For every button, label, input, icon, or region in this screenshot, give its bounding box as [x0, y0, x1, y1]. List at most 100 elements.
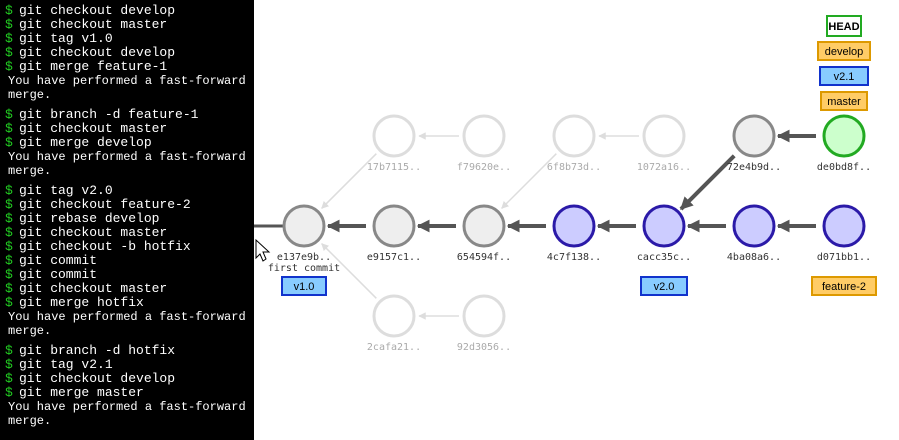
commit-circle: [552, 204, 596, 248]
branch-label: develop: [817, 41, 871, 61]
commit-graph-canvas: e137e9b..first commit e9157c1.. 654594f.. 4…: [254, 15, 877, 353]
svg-text:v2.0: v2.0: [654, 281, 675, 293]
head-label: HEAD: [826, 15, 862, 37]
terminal-command: $git checkout feature-2: [5, 197, 191, 212]
commit-circle: [732, 204, 776, 248]
terminal-command: $git checkout master: [5, 121, 168, 136]
commit-id: 72e4b9d..: [727, 162, 781, 173]
svg-text:develop: develop: [825, 46, 864, 58]
terminal-output: You have performed a fast-forward: [8, 150, 246, 164]
commit-node: 17b7115..: [367, 114, 421, 173]
terminal-command: $git commit: [5, 253, 98, 268]
prompt-dollar-icon: $: [5, 343, 13, 358]
terminal-command: $git tag v2.0: [5, 183, 113, 198]
prompt-dollar-icon: $: [5, 135, 13, 150]
branch-label: master: [820, 91, 868, 111]
commit-node: cacc35c..: [637, 204, 691, 263]
terminal-block: $git checkout develop$git checkout maste…: [0, 3, 254, 103]
terminal-command: $git checkout master: [5, 225, 168, 240]
commit-edge: [321, 243, 377, 299]
commit-circle: [732, 114, 776, 158]
commit-circle: [822, 114, 866, 158]
svg-text:v2.1: v2.1: [834, 71, 855, 83]
terminal-command: $git checkout master: [5, 281, 168, 296]
terminal-output: merge.: [8, 164, 52, 178]
commit-node: de0bd8f..: [817, 114, 871, 173]
terminal-command: $git checkout -b hotfix: [5, 239, 191, 254]
terminal-command: $git merge hotfix: [5, 295, 144, 310]
prompt-dollar-icon: $: [5, 59, 13, 74]
commit-graph: e137e9b..first commit e9157c1.. 654594f.. 4…: [254, 0, 899, 440]
prompt-dollar-icon: $: [5, 211, 13, 226]
commit-node: 2cafa21..: [367, 294, 421, 353]
prompt-dollar-icon: $: [5, 107, 13, 122]
terminal-output: merge.: [8, 324, 52, 338]
prompt-dollar-icon: $: [5, 3, 13, 18]
commit-circle: [462, 294, 506, 338]
commit-id: 654594f..: [457, 252, 511, 263]
commit-id: 4c7f138..: [547, 252, 601, 263]
commit-edge: [321, 153, 377, 209]
tag-label: v1.0: [281, 276, 327, 296]
commit-id: 2cafa21..: [367, 342, 421, 353]
terminal-command: $git branch -d hotfix: [5, 343, 176, 358]
refs-layer: HEAD develop v2.1 master v1.0 v2.0 feature-2: [281, 15, 877, 296]
prompt-dollar-icon: $: [5, 267, 13, 282]
commit-node: 654594f..: [457, 204, 511, 263]
mouse-cursor-icon: [255, 238, 271, 262]
terminal-command: $git merge develop: [5, 135, 152, 150]
prompt-dollar-icon: $: [5, 371, 13, 386]
commit-id: f79620e..: [457, 162, 511, 173]
prompt-dollar-icon: $: [5, 239, 13, 254]
commit-edge: [501, 153, 557, 209]
prompt-dollar-icon: $: [5, 197, 13, 212]
prompt-dollar-icon: $: [5, 183, 13, 198]
svg-text:v1.0: v1.0: [294, 281, 315, 293]
terminal-command: $git checkout master: [5, 17, 168, 32]
commit-node: 4ba08a6..: [727, 204, 781, 263]
terminal-command: $git commit: [5, 267, 98, 282]
commit-node: 1072a16..: [637, 114, 691, 173]
terminal-command: $git merge feature-1: [5, 59, 168, 74]
commit-id: e137e9b..: [277, 252, 331, 263]
prompt-dollar-icon: $: [5, 281, 13, 296]
terminal-block: $git branch -d hotfix$git tag v2.1$git c…: [0, 343, 254, 429]
terminal-command: $git checkout develop: [5, 45, 176, 60]
terminal-output: You have performed a fast-forward: [8, 74, 246, 88]
tag-label: v2.0: [640, 276, 688, 296]
commit-id: 4ba08a6..: [727, 252, 781, 263]
commit-circle: [822, 204, 866, 248]
commit-circle: [282, 204, 326, 248]
commit-circle: [552, 114, 596, 158]
commit-node: e9157c1..: [367, 204, 421, 263]
commit-id: cacc35c..: [637, 252, 691, 263]
terminal-panel[interactable]: $git checkout develop$git checkout maste…: [0, 0, 254, 440]
terminal-command: $git checkout develop: [5, 3, 176, 18]
terminal-output: You have performed a fast-forward: [8, 400, 246, 414]
commit-circle: [462, 114, 506, 158]
nodes-layer: e137e9b..first commit e9157c1.. 654594f.. 4…: [268, 114, 871, 353]
commit-id: 6f8b73d..: [547, 162, 601, 173]
commit-circle: [642, 204, 686, 248]
commit-node: e137e9b..first commit: [268, 204, 340, 274]
svg-text:feature-2: feature-2: [822, 281, 866, 293]
commit-id: 17b7115..: [367, 162, 421, 173]
terminal-output: merge.: [8, 414, 52, 428]
terminal-command: $git merge master: [5, 385, 144, 400]
terminal-command: $git checkout develop: [5, 371, 176, 386]
commit-circle: [372, 114, 416, 158]
edges-layer: [254, 129, 816, 320]
commit-id: 1072a16..: [637, 162, 691, 173]
prompt-dollar-icon: $: [5, 45, 13, 60]
prompt-dollar-icon: $: [5, 31, 13, 46]
terminal-command: $git tag v2.1: [5, 357, 113, 372]
commit-node: 72e4b9d..: [727, 114, 781, 173]
prompt-dollar-icon: $: [5, 357, 13, 372]
prompt-dollar-icon: $: [5, 253, 13, 268]
svg-text:master: master: [827, 96, 861, 108]
terminal-block: $git branch -d feature-1$git checkout ma…: [0, 107, 254, 179]
terminal-block: $git tag v2.0$git checkout feature-2 $git…: [0, 183, 254, 339]
svg-text:HEAD: HEAD: [828, 21, 859, 33]
commit-node: d071bb1..: [817, 204, 871, 263]
commit-id: e9157c1..: [367, 252, 421, 263]
